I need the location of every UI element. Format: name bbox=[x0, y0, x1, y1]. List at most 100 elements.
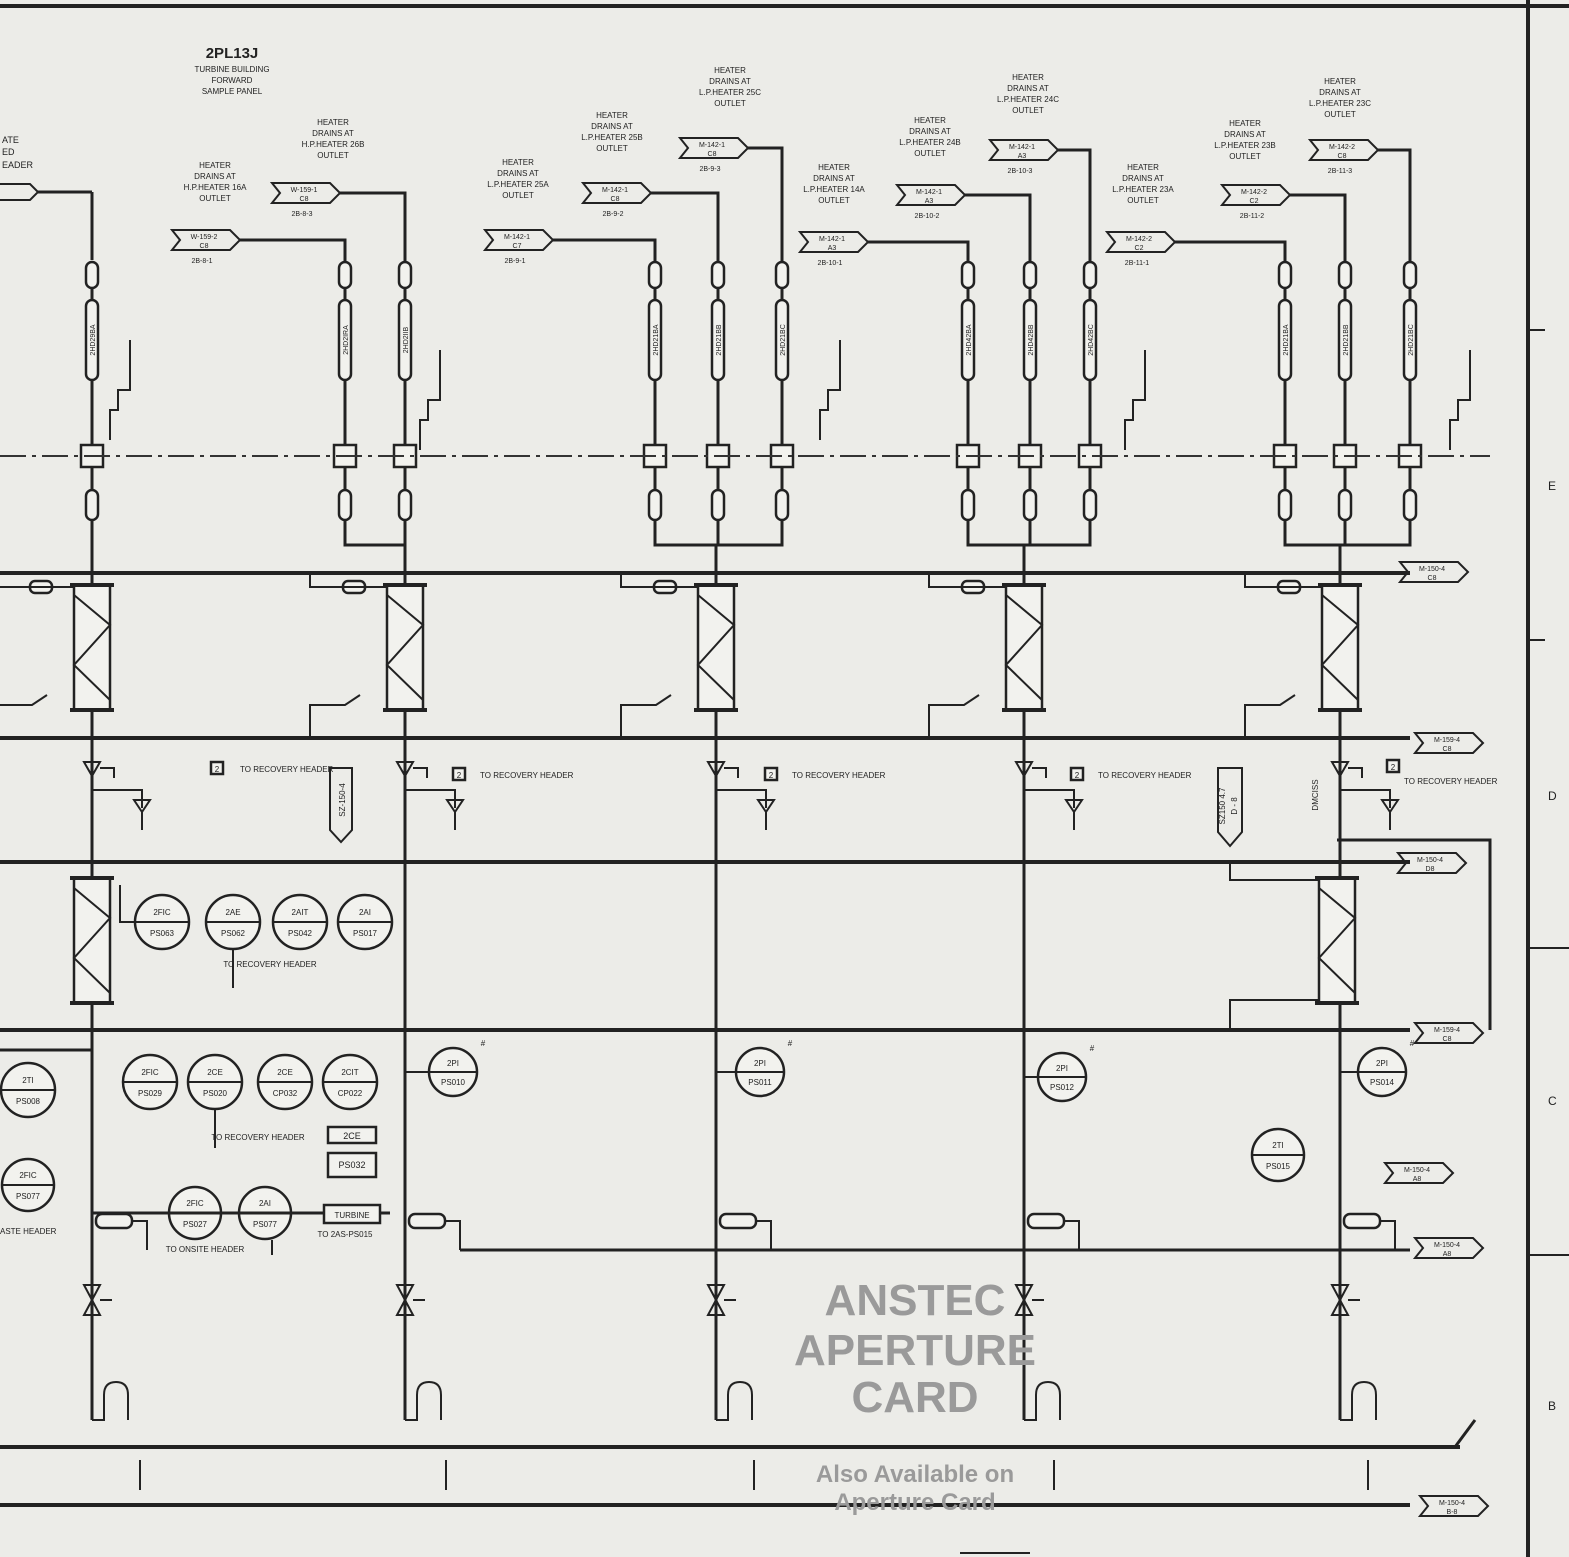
offsheet-ref-id: M-159-4 bbox=[1434, 1027, 1460, 1034]
callout-sub: C2 bbox=[1250, 198, 1259, 205]
svg-text:2PL13J: 2PL13J bbox=[206, 45, 259, 62]
callout-text: HEATER bbox=[596, 111, 628, 120]
flow-return bbox=[1064, 1220, 1080, 1250]
line-fitting bbox=[960, 260, 976, 290]
cooler-return bbox=[0, 694, 48, 706]
callout-sheet: 2B-10-1 bbox=[818, 260, 843, 267]
sample-cooler bbox=[1004, 583, 1044, 712]
loop-seal bbox=[405, 1380, 442, 1421]
cooler-coil bbox=[696, 594, 736, 701]
instrument-id: 2CE bbox=[277, 1068, 293, 1077]
offsheet-ref: M-150-4D8 bbox=[1395, 852, 1468, 874]
regulator-stem bbox=[413, 767, 428, 778]
offsheet-ref-sub: A8 bbox=[1413, 1176, 1422, 1183]
callout-sub: C8 bbox=[611, 196, 620, 203]
callout-ref: M-142-1 bbox=[916, 189, 942, 196]
cooler-inlet bbox=[928, 573, 1006, 588]
callout-sheet: 2B-10-2 bbox=[915, 213, 940, 220]
relief-branch bbox=[405, 789, 456, 808]
callout-text: DRAINS AT bbox=[312, 129, 354, 138]
union-fitting bbox=[84, 488, 100, 522]
sample-cooler bbox=[696, 583, 736, 712]
svg-text:2: 2 bbox=[457, 771, 462, 780]
svg-text:SZ150 4.7: SZ150 4.7 bbox=[1218, 787, 1227, 824]
callout-text: OUTLET bbox=[317, 151, 349, 160]
callout-sub: C8 bbox=[1338, 153, 1347, 160]
callout-text: HEATER bbox=[1324, 77, 1356, 86]
callout-text: L.P.HEATER 25C bbox=[699, 88, 761, 97]
callout-text: L.P.HEATER 23C bbox=[1309, 99, 1371, 108]
line-fitting bbox=[1402, 260, 1418, 290]
callout-text: L.P.HEATER 14A bbox=[803, 185, 865, 194]
flow-element bbox=[1342, 1212, 1382, 1230]
callout-ref: M-142-1 bbox=[504, 234, 530, 241]
line-fitting bbox=[1082, 260, 1098, 290]
callout-ref: M-142-1 bbox=[602, 187, 628, 194]
regulator-valve bbox=[706, 761, 726, 779]
offsheet-flag bbox=[677, 137, 750, 159]
line-fitting bbox=[647, 260, 663, 290]
vent-step-line bbox=[1449, 350, 1471, 450]
drain-valve bbox=[82, 1284, 102, 1316]
instrument-tag: PS077 bbox=[253, 1220, 278, 1229]
line-tag-box bbox=[1022, 298, 1038, 382]
offsheet-ref: M-159-4C8 bbox=[1412, 732, 1485, 754]
cooler-return bbox=[309, 694, 361, 738]
drain-valve bbox=[706, 1284, 726, 1316]
instrument-id: 2FIC bbox=[153, 908, 171, 917]
sample-tap-line bbox=[240, 238, 347, 262]
callout-ref: W-159-2 bbox=[191, 234, 218, 241]
union-fitting bbox=[1082, 488, 1098, 522]
offsheet-flag bbox=[482, 229, 555, 251]
union-fitting bbox=[647, 488, 663, 522]
callout-sub: C7 bbox=[513, 243, 522, 250]
callout-sheet: 2B-11-2 bbox=[1240, 213, 1264, 220]
relief-valve bbox=[756, 799, 776, 814]
callout-text: L.P.HEATER 24C bbox=[997, 95, 1059, 104]
line-tag: 2HD2IRA bbox=[343, 325, 350, 355]
line-tag: 2HD42BC bbox=[1088, 324, 1095, 356]
instrument-id: 2PI bbox=[1056, 1064, 1068, 1073]
drain-valve bbox=[1330, 1284, 1350, 1316]
svg-text:ATE: ATE bbox=[2, 135, 19, 145]
sample-tap-line bbox=[868, 240, 970, 262]
offsheet-ref-id: M-159-4 bbox=[1434, 737, 1460, 744]
relief-branch bbox=[716, 789, 767, 808]
relief-valve bbox=[1064, 799, 1084, 814]
callout-ref: M-142-1 bbox=[1009, 144, 1035, 151]
sample-tap-line bbox=[340, 191, 407, 262]
analyzer-tap bbox=[119, 885, 135, 923]
offsheet-ref-id: M-150-4 bbox=[1419, 566, 1445, 573]
line-fitting bbox=[397, 260, 413, 290]
instrument-id: 2TI bbox=[1272, 1141, 1284, 1150]
relief-valve bbox=[132, 799, 152, 814]
callout-text: HEATER bbox=[317, 118, 349, 127]
cooler-coil bbox=[72, 594, 112, 701]
sample-line: 2HD2IRA bbox=[332, 260, 358, 545]
offsheet-flag bbox=[894, 184, 967, 206]
sample-cooler bbox=[1320, 583, 1360, 712]
svg-text:TO RECOVERY HEADER: TO RECOVERY HEADER bbox=[792, 771, 886, 780]
left-offpage-label: ATE ED EADER bbox=[0, 135, 94, 260]
line-tag-box bbox=[647, 298, 663, 382]
callout-sheet: 2B-9-2 bbox=[602, 211, 623, 218]
instrument-tag: PS062 bbox=[221, 929, 246, 938]
svg-text:D: D bbox=[1548, 789, 1557, 803]
callout-ref: M-142-1 bbox=[819, 236, 845, 243]
secondary-cooler bbox=[70, 876, 114, 1005]
regulator-stem bbox=[1348, 767, 1363, 778]
callout-text: DRAINS AT bbox=[591, 122, 633, 131]
callout-sheet: 2B-8-3 bbox=[291, 211, 312, 218]
offsheet-flag bbox=[169, 229, 242, 251]
secondary-cooler bbox=[1315, 876, 1359, 1005]
svg-text:TO RECOVERY HEADER: TO RECOVERY HEADER bbox=[480, 771, 574, 780]
svg-text:2: 2 bbox=[215, 765, 220, 774]
offsheet-ref-id: M-150-4 bbox=[1434, 1242, 1460, 1249]
instrument-tag: PS011 bbox=[748, 1078, 772, 1087]
